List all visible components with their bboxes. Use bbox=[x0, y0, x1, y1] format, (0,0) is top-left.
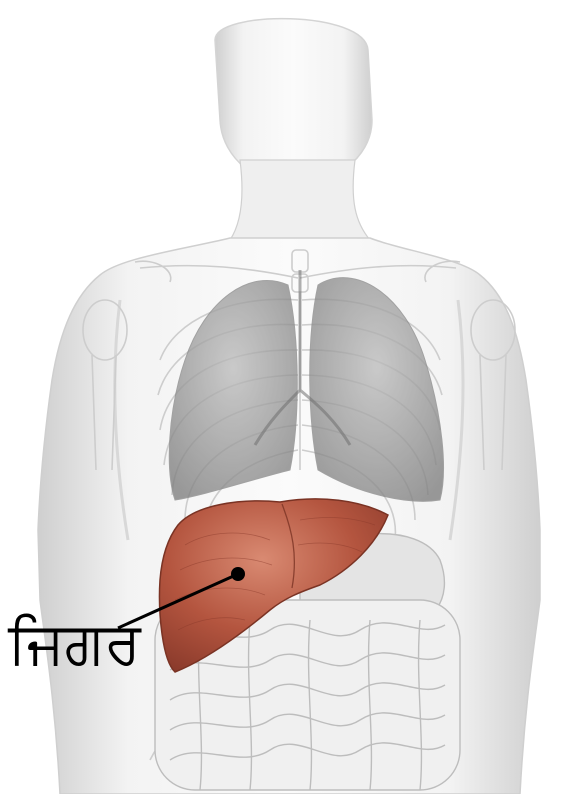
pointer-dot bbox=[231, 567, 245, 581]
liver-label: ਜਿਗਰ bbox=[8, 614, 141, 672]
